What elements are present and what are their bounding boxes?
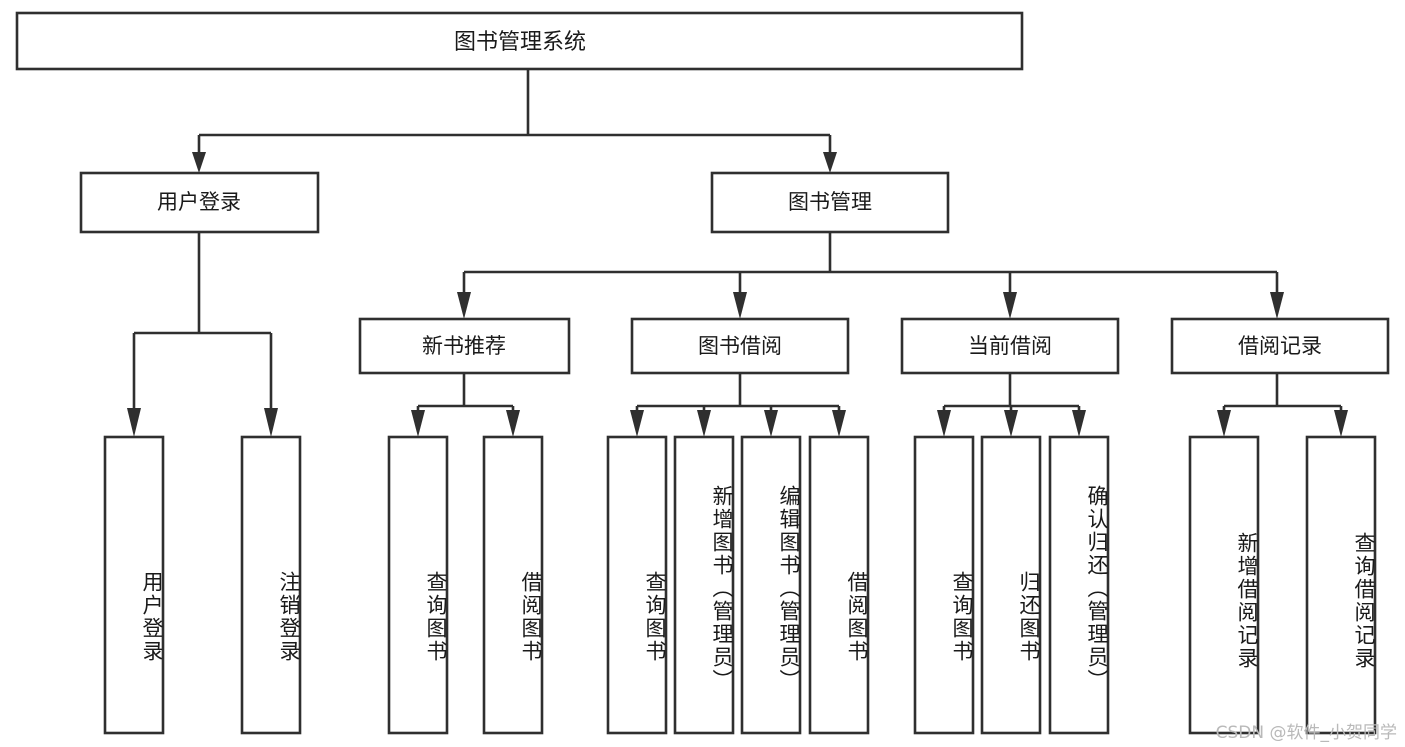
leaf-logout[interactable] bbox=[240, 435, 302, 735]
leaf-user-login[interactable] bbox=[103, 435, 165, 735]
leaf-nb-query-book[interactable] bbox=[387, 435, 449, 735]
arrow-new-book bbox=[457, 292, 471, 319]
leaf-br-add-record[interactable] bbox=[1188, 435, 1260, 735]
arrow-cb-query bbox=[937, 410, 951, 437]
csdn-watermark: CSDN @软件_小贺同学 bbox=[1215, 723, 1397, 743]
node-new-book-recommend-label: 新书推荐 bbox=[422, 334, 506, 358]
arrow-br-add bbox=[1217, 410, 1231, 437]
arrow-nb-borrow bbox=[506, 410, 520, 437]
arrow-bb-add bbox=[697, 410, 711, 437]
arrow-bb-borrow bbox=[832, 410, 846, 437]
node-book-management-label: 图书管理 bbox=[788, 190, 872, 214]
arrow-user-login bbox=[192, 152, 206, 173]
leaf-bb-query-book[interactable] bbox=[606, 435, 668, 735]
arrow-bb-edit bbox=[764, 410, 778, 437]
leaf-cb-query-book[interactable] bbox=[913, 435, 975, 735]
arrow-leaf-user-login bbox=[127, 408, 141, 437]
leaf-nb-borrow-book[interactable] bbox=[482, 435, 544, 735]
arrow-br-query bbox=[1334, 410, 1348, 437]
leaf-cb-confirm-return[interactable] bbox=[1048, 435, 1110, 735]
node-current-borrow-label: 当前借阅 bbox=[968, 334, 1052, 358]
node-user-login[interactable]: 用户登录 bbox=[79, 171, 320, 234]
leaf-bb-add-book[interactable] bbox=[673, 435, 735, 735]
node-book-management[interactable]: 图书管理 bbox=[710, 171, 950, 234]
node-book-borrow-label: 图书借阅 bbox=[698, 334, 782, 358]
arrow-book-manage bbox=[823, 152, 837, 173]
node-borrow-record[interactable]: 借阅记录 bbox=[1170, 317, 1390, 375]
node-root[interactable]: 图书管理系统 bbox=[15, 11, 1024, 71]
node-new-book-recommend[interactable]: 新书推荐 bbox=[358, 317, 571, 375]
arrow-cb-confirm bbox=[1072, 410, 1086, 437]
node-user-login-label: 用户登录 bbox=[157, 190, 241, 214]
arrow-nb-query bbox=[411, 410, 425, 437]
arrow-cb-return bbox=[1004, 410, 1018, 437]
leaf-cb-return-book[interactable] bbox=[980, 435, 1042, 735]
arrow-leaf-logout bbox=[264, 408, 278, 437]
arrow-borrow-record bbox=[1270, 292, 1284, 319]
node-book-borrow[interactable]: 图书借阅 bbox=[630, 317, 850, 375]
arrow-current-borrow bbox=[1003, 292, 1017, 319]
leaf-br-query-record[interactable] bbox=[1305, 435, 1377, 735]
leaf-bb-borrow-book[interactable] bbox=[808, 435, 870, 735]
node-borrow-record-label: 借阅记录 bbox=[1238, 334, 1322, 358]
arrow-bb-query bbox=[630, 410, 644, 437]
leaf-bb-edit-book[interactable] bbox=[740, 435, 802, 735]
connector-layer bbox=[127, 69, 1348, 437]
node-root-label: 图书管理系统 bbox=[454, 30, 586, 55]
arrow-book-borrow bbox=[733, 292, 747, 319]
node-current-borrow[interactable]: 当前借阅 bbox=[900, 317, 1120, 375]
